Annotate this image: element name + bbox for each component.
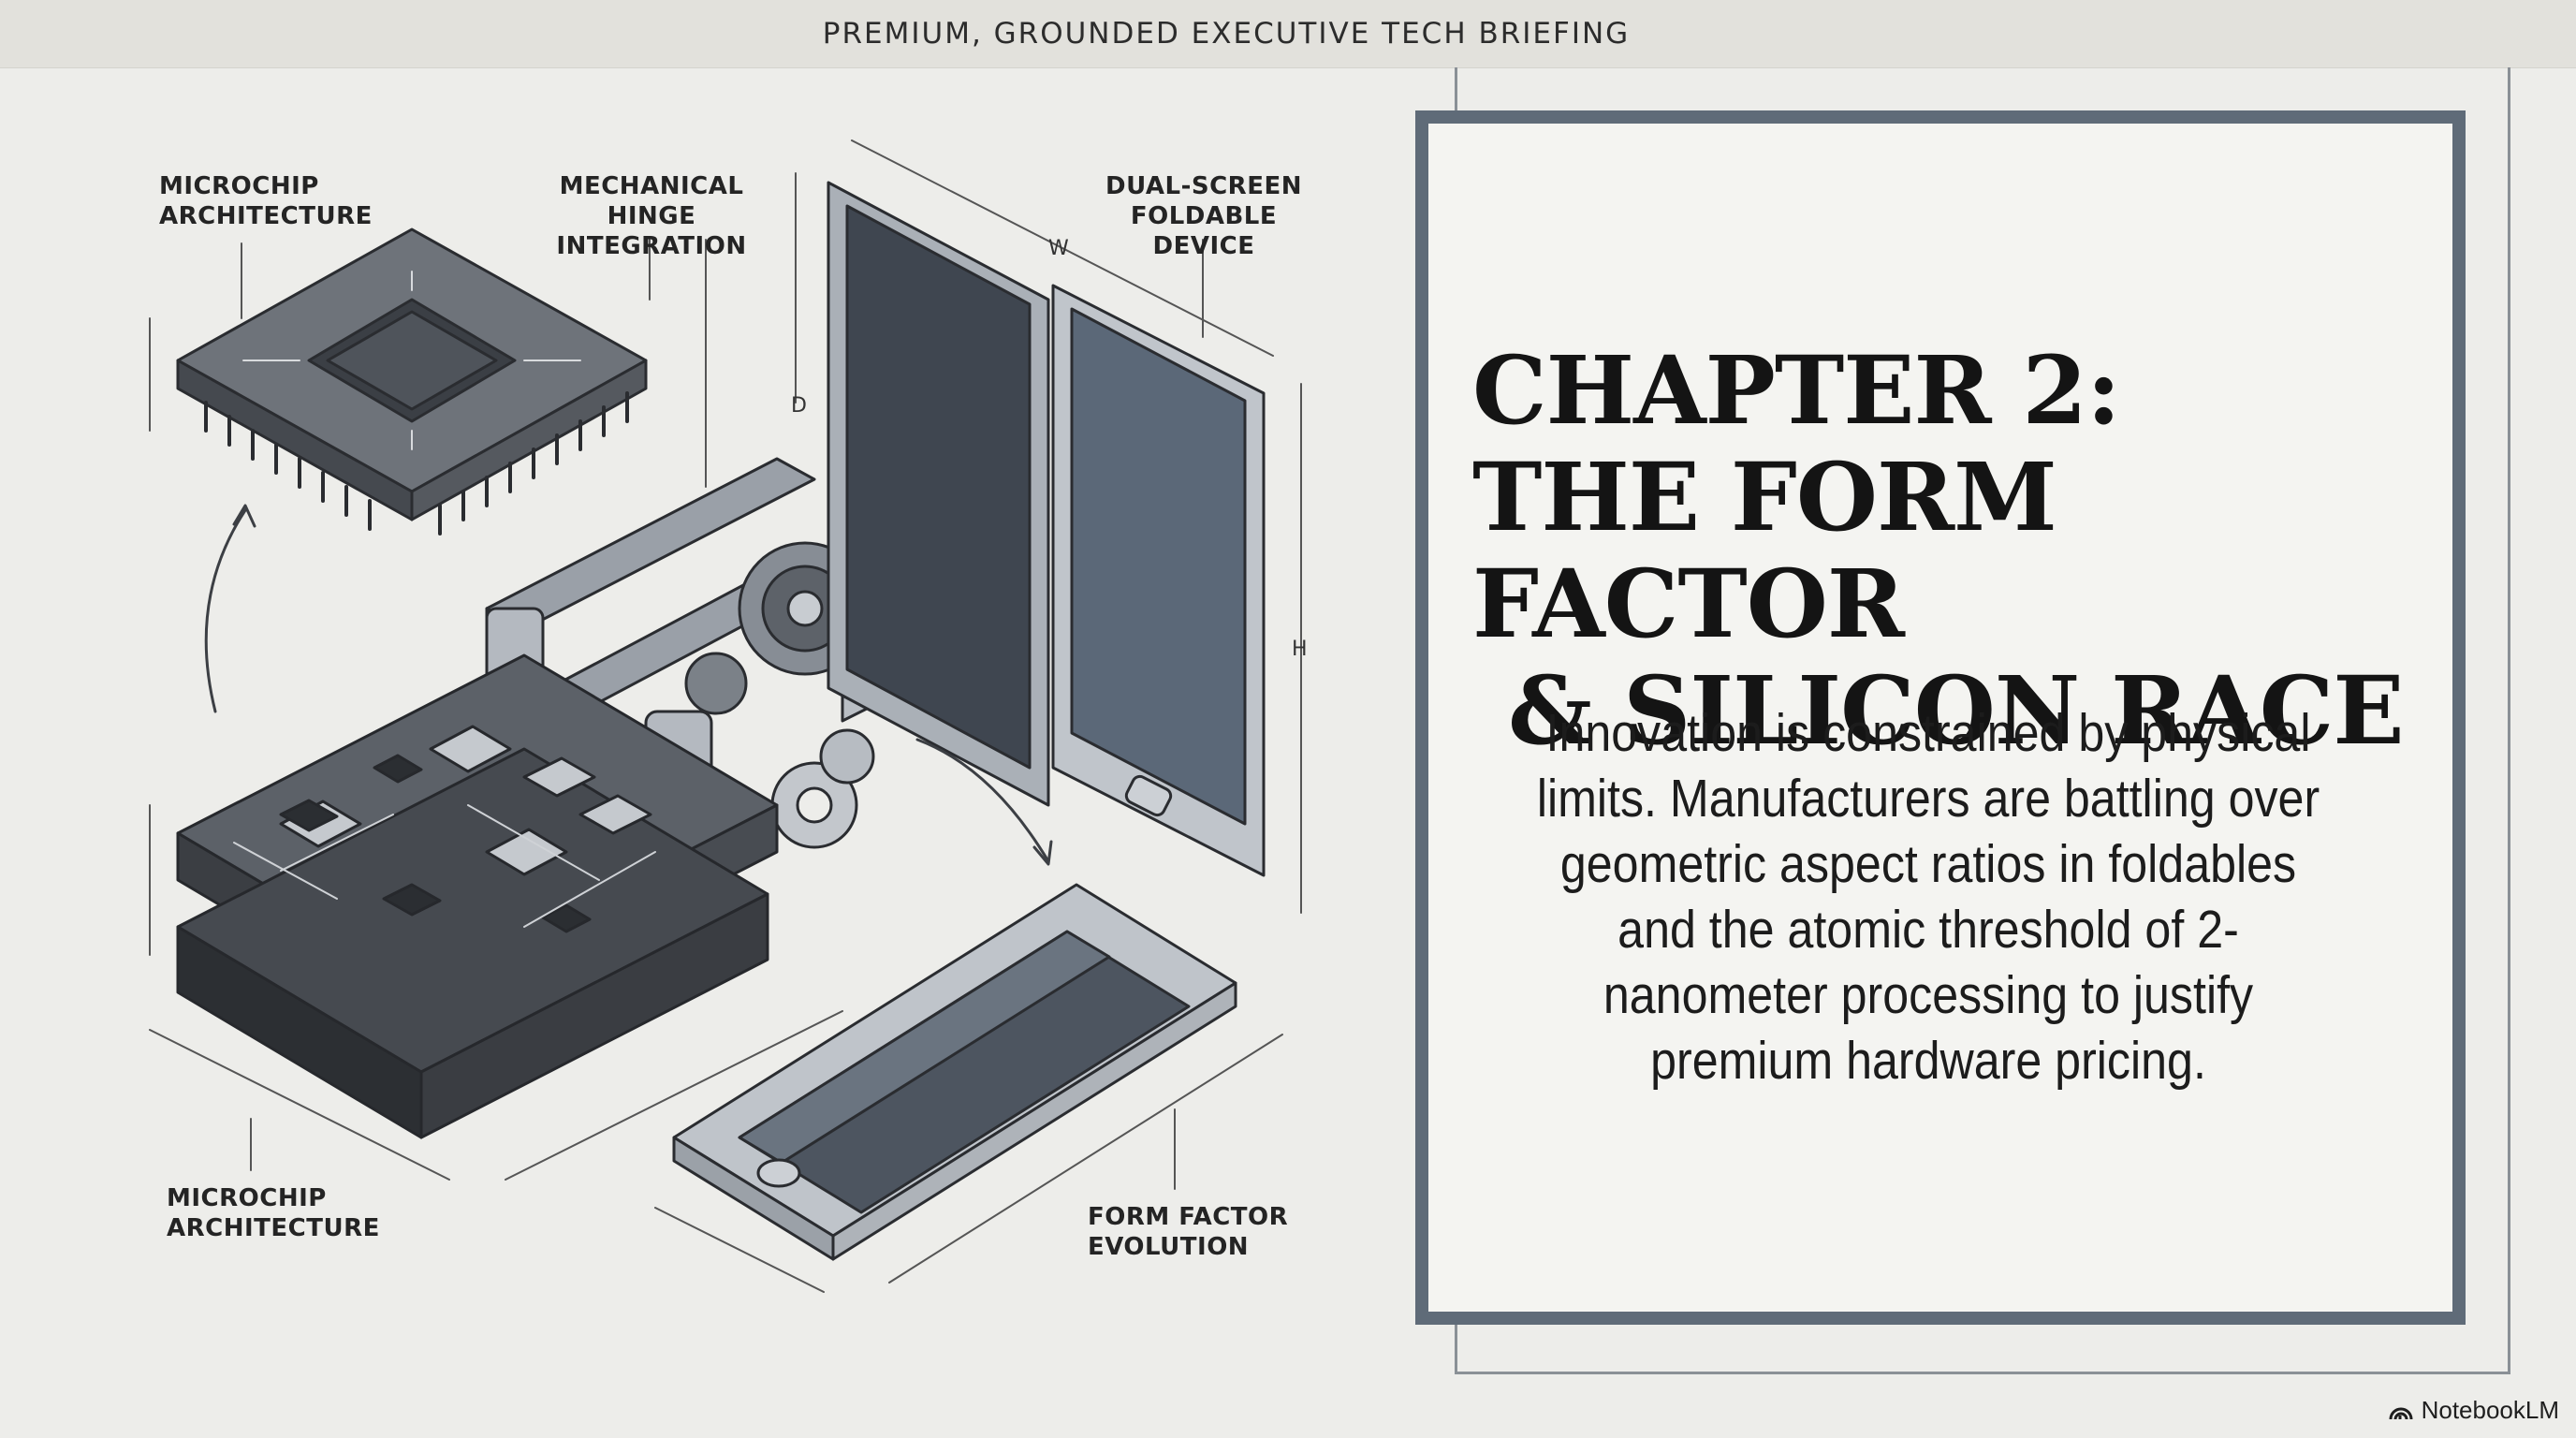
smartphone-icon [672, 883, 1237, 1261]
motion-arrows [204, 504, 1053, 866]
exploded-device-illustration: W D H [0, 67, 1376, 1438]
header-bar: PREMIUM, GROUNDED EXECUTIVE TECH BRIEFIN… [0, 0, 2576, 68]
callout-line: HINGE INTEGRATION [556, 202, 747, 260]
briefing-title: PREMIUM, GROUNDED EXECUTIVE TECH BRIEFIN… [822, 17, 1631, 51]
callout-microchip-architecture-bottom: MICROCHIP ARCHITECTURE [167, 1183, 380, 1243]
foldable-device-icon [827, 181, 1266, 877]
chapter-body-text: Innovation is constrained by physical li… [1536, 703, 2320, 1091]
callout-dual-screen: DUAL-SCREEN FOLDABLE DEVICE [1091, 171, 1316, 261]
dimension-mark-text: W D H [791, 237, 1308, 661]
chapter-title: CHAPTER 2: THE FORM FACTOR & SILICON RAC… [1472, 337, 2446, 764]
callout-line: MECHANICAL [559, 172, 744, 200]
callout-line: MICROCHIP [159, 172, 319, 200]
callout-line: DUAL-SCREEN [1105, 172, 1302, 200]
svg-text:H: H [1292, 638, 1308, 661]
callout-microchip-architecture-top: MICROCHIP ARCHITECTURE [159, 171, 373, 231]
circuit-board-icon [176, 653, 779, 1139]
notebooklm-logo-icon [2389, 1407, 2413, 1419]
callout-form-factor: FORM FACTOR EVOLUTION [1088, 1202, 1288, 1262]
microchip-top-icon [176, 227, 648, 536]
chapter-card [1415, 110, 2466, 1325]
callout-line: ARCHITECTURE [159, 202, 373, 230]
svg-text:W: W [1048, 237, 1069, 260]
notebooklm-brand: NotebookLM [2388, 1396, 2559, 1425]
callout-line: ARCHITECTURE [167, 1214, 380, 1242]
svg-text:D: D [791, 394, 807, 418]
chapter-title-line: THE FORM FACTOR [1472, 442, 2057, 659]
callout-line: EVOLUTION [1088, 1233, 1250, 1261]
chapter-title-line: & SILICON RACE [1508, 655, 2405, 766]
callout-mechanical-hinge: MECHANICAL HINGE INTEGRATION [520, 171, 783, 261]
callout-line: MICROCHIP [167, 1184, 327, 1212]
chapter-title-line: CHAPTER 2: [1472, 335, 2121, 446]
brand-label: NotebookLM [2421, 1396, 2559, 1424]
dimension-lines [149, 139, 1302, 1293]
callout-line: FORM FACTOR [1088, 1203, 1289, 1231]
callout-line: FOLDABLE DEVICE [1130, 202, 1278, 260]
